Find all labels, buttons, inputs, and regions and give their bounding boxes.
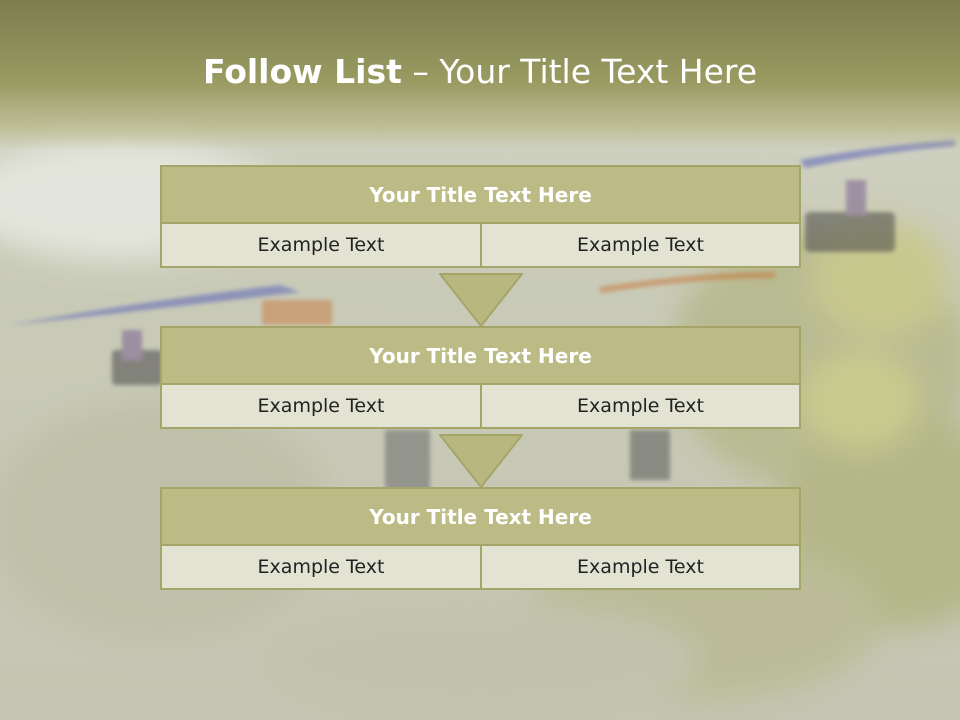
block-cell-left: Example Text bbox=[160, 544, 482, 590]
slide-title-strong: Follow List bbox=[202, 52, 402, 91]
list-block-3: Your Title Text Here Example Text Exampl… bbox=[160, 487, 801, 591]
block-cell-left: Example Text bbox=[160, 383, 482, 429]
list-block-1: Your Title Text Here Example Text Exampl… bbox=[160, 165, 801, 269]
title-bar bbox=[0, 0, 960, 150]
list-block-2: Your Title Text Here Example Text Exampl… bbox=[160, 326, 801, 430]
slide-title-rest: – Your Title Text Here bbox=[401, 52, 758, 91]
block-header: Your Title Text Here bbox=[160, 487, 801, 546]
block-cell-right: Example Text bbox=[480, 544, 801, 590]
slide-title: Follow List – Your Title Text Here bbox=[0, 52, 960, 91]
down-arrow-icon bbox=[439, 434, 523, 488]
block-cell-right: Example Text bbox=[480, 383, 801, 429]
block-cell-left: Example Text bbox=[160, 222, 482, 268]
down-arrow-icon bbox=[439, 273, 523, 327]
block-header: Your Title Text Here bbox=[160, 165, 801, 224]
block-cell-right: Example Text bbox=[480, 222, 801, 268]
block-header: Your Title Text Here bbox=[160, 326, 801, 385]
